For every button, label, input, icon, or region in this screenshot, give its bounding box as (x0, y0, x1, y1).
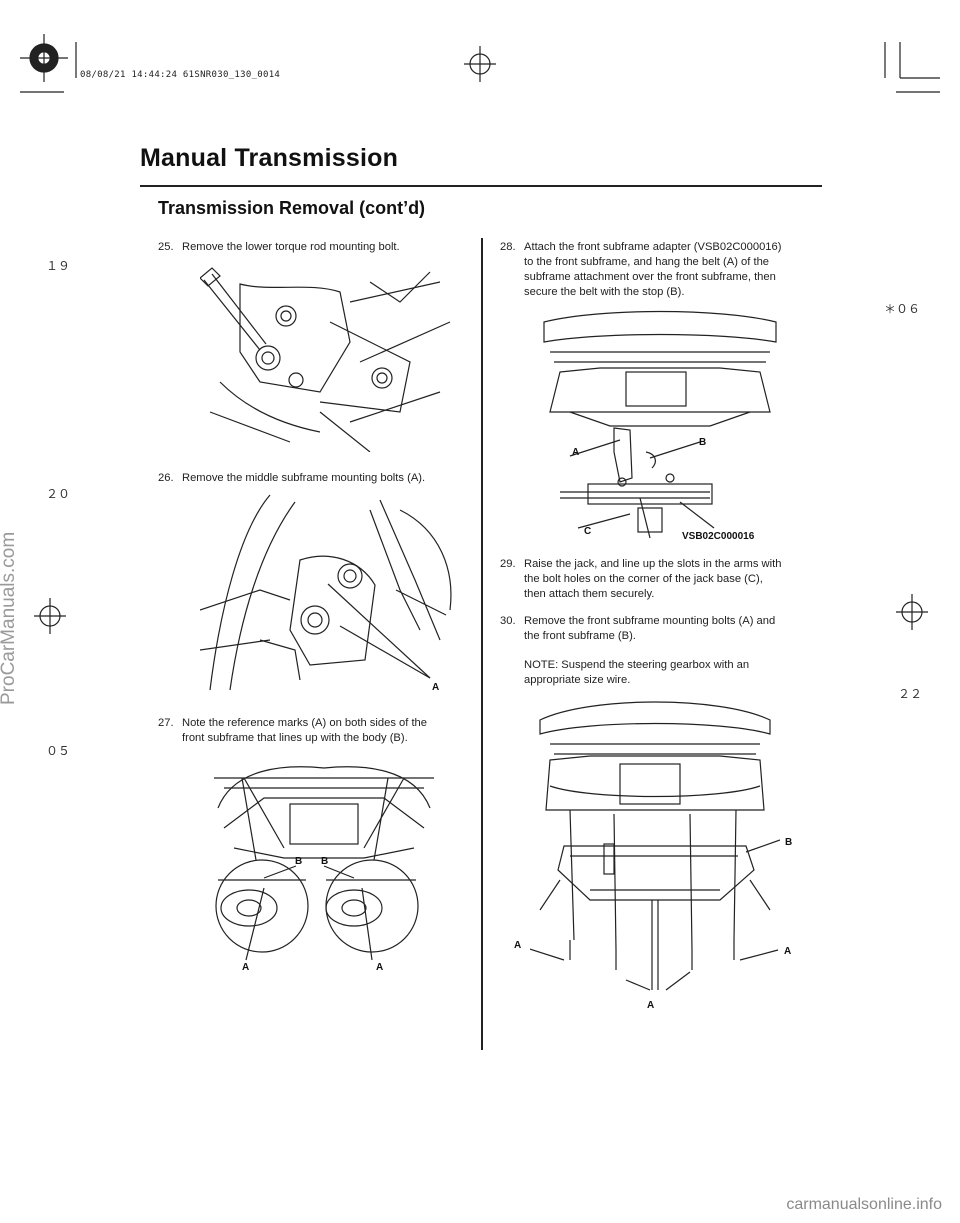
fig28-callout-c: C (584, 526, 592, 537)
margin-mark-left-2: ２０ (46, 487, 71, 501)
title-rule (140, 185, 822, 187)
fig28-tool-number: VSB02C000016 (682, 531, 755, 542)
column-divider (481, 238, 483, 1050)
figure-reference-marks (214, 766, 434, 961)
fig28-callout-a: A (572, 447, 580, 458)
figure-middle-subframe-bolts (200, 494, 452, 691)
fig27-callout-a-left: A (242, 962, 250, 973)
margin-mark-left-1: １９ (46, 259, 71, 273)
step-29: 29.Raise the jack, and line up the slots… (500, 558, 782, 600)
registration-marks (20, 34, 940, 93)
fig30-callout-a-left: A (514, 940, 522, 951)
step-25: 25.Remove the lower torque rod mounting … (158, 241, 400, 253)
figure-front-subframe-removal (530, 701, 780, 991)
figure-torque-rod-bolt (200, 267, 451, 452)
fig27-callout-b-left: B (295, 856, 303, 867)
fig30-callout-a-bottom: A (647, 1000, 655, 1011)
side-watermark: ProCarManuals.com (0, 531, 19, 705)
section-subtitle: Transmission Removal (cont’d) (158, 198, 426, 218)
bottom-watermark: carmanualsonline.info (786, 1196, 942, 1213)
margin-mark-right-1: ＊０６ (884, 302, 921, 316)
step-30: 30.Remove the front subframe mounting bo… (500, 615, 776, 686)
fig27-callout-a-right: A (376, 962, 384, 973)
fig30-callout-b: B (785, 837, 793, 848)
step-28: 28.Attach the front subframe adapter (VS… (500, 241, 782, 298)
fig26-callout-a: A (432, 682, 440, 693)
fig30-callout-a-right: A (784, 946, 792, 957)
step-27: 27.Note the reference marks (A) on both … (158, 717, 428, 744)
margin-mark-right-2: ２２ (898, 687, 923, 701)
fig28-callout-b: B (699, 437, 707, 448)
print-stamp: 08/08/21 14:44:24 61SNR030_130_0014 (80, 70, 281, 80)
fig27-callout-b-right: B (321, 856, 329, 867)
figure-subframe-adapter (543, 310, 777, 539)
page-title: Manual Transmission (140, 144, 399, 172)
step-26: 26.Remove the middle subframe mounting b… (158, 472, 426, 484)
margin-mark-left-3: ０５ (46, 744, 71, 758)
